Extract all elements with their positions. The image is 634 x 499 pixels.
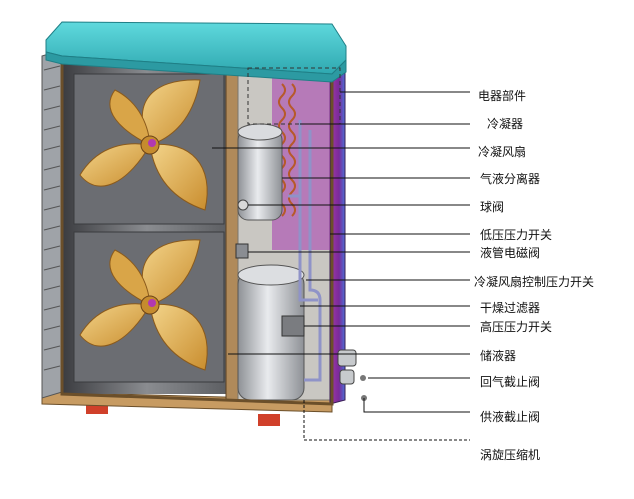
gas-liquid-separator bbox=[237, 123, 283, 221]
leader-lines bbox=[212, 91, 470, 441]
label-high-pressure-switch: 高压压力开关 bbox=[480, 320, 553, 334]
label-filter-drier: 干燥过滤器 bbox=[480, 301, 541, 315]
label-condenser-fan: 冷凝风扇 bbox=[478, 145, 527, 159]
label-ball-valve: 球阀 bbox=[480, 200, 505, 214]
label-liquid-receiver: 储液器 bbox=[480, 349, 517, 363]
label-liquid-shutoff-valve: 供液截止阀 bbox=[480, 410, 541, 424]
label-electrical-components: 电器部件 bbox=[478, 89, 527, 103]
label-low-pressure-switch: 低压压力开关 bbox=[480, 228, 553, 242]
scroll-compressor bbox=[237, 264, 305, 401]
cabinet-frame bbox=[60, 52, 334, 406]
label-liquid-solenoid-valve: 液管电磁阀 bbox=[480, 246, 541, 260]
label-condenser: 冷凝器 bbox=[487, 117, 524, 131]
top-cover-front bbox=[45, 51, 347, 83]
liquid-solenoid-valve-part bbox=[235, 243, 249, 259]
condenser-fan-upper bbox=[79, 79, 208, 211]
label-fan-control-pressure-switch: 冷凝风扇控制压力开关 bbox=[474, 275, 595, 289]
label-suction-shutoff-valve: 回气截止阀 bbox=[480, 375, 541, 389]
label-gas-liquid-separator: 气液分离器 bbox=[480, 172, 541, 186]
ball-valve-part bbox=[237, 199, 249, 211]
grille-louvres bbox=[43, 65, 61, 371]
base-foot-right bbox=[258, 414, 280, 426]
condenser-fan-lower bbox=[79, 239, 208, 371]
divider-panel bbox=[225, 59, 239, 401]
electrical-box-outline bbox=[247, 67, 341, 125]
label-scroll-compressor: 涡旋压缩机 bbox=[480, 448, 541, 462]
refrigerant-piping bbox=[288, 120, 322, 382]
